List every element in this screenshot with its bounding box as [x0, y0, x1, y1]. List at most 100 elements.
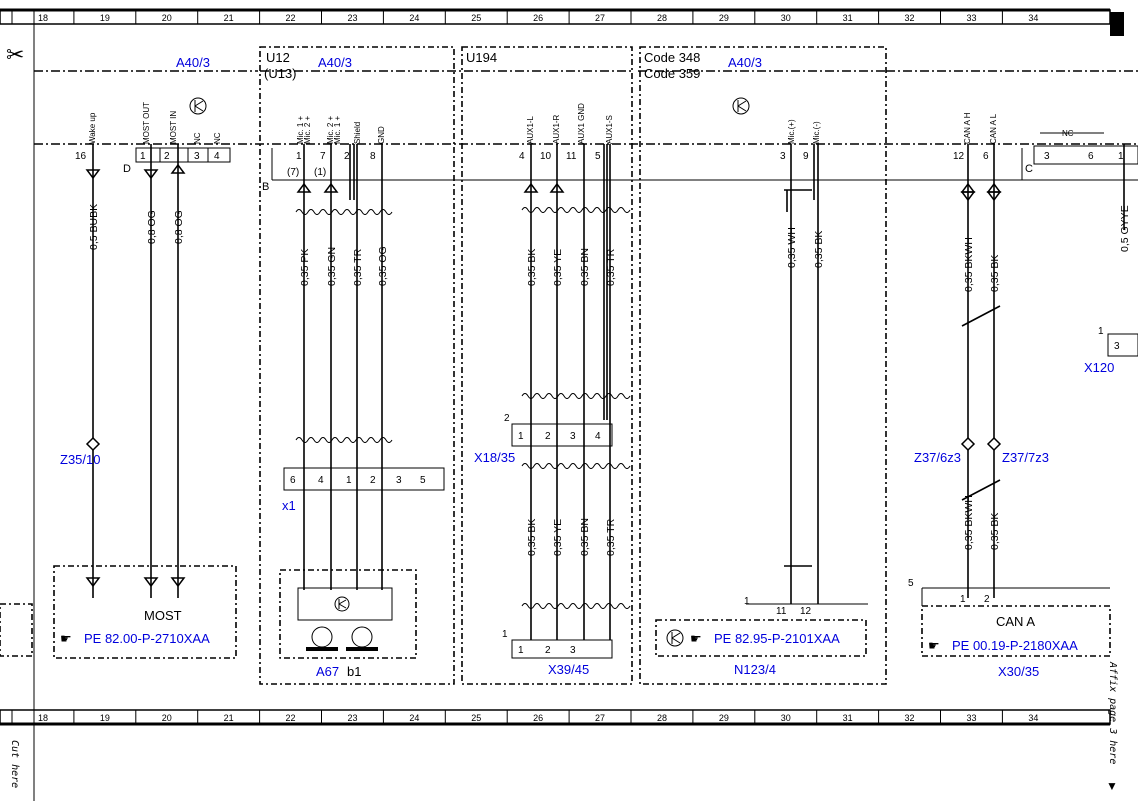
pin-label-nc: NC — [213, 132, 222, 144]
pin-1c: 1 — [1118, 151, 1124, 162]
pointer-icon: ☛ — [928, 638, 940, 653]
pin-label-mic1m: Mic. 1 + — [333, 115, 342, 144]
x39-pin-n: 1 — [502, 629, 508, 640]
label-z35-10: Z35/10 — [60, 452, 100, 467]
grid-cell-30: 30 — [781, 713, 791, 723]
arrow-down-icon — [143, 577, 159, 588]
pin-2b: 2 — [344, 151, 350, 162]
arrow-down-icon — [986, 191, 1002, 202]
cable-break — [521, 393, 631, 399]
u12-box — [259, 46, 455, 685]
label-x30-35: X30/35 — [998, 664, 1039, 679]
wire-label-w_ye2: 0,35 YE — [552, 519, 564, 556]
wire-label-w_og1: 0,8 OG — [146, 210, 158, 244]
pin-label-canh: CAN A H — [963, 112, 972, 144]
grid-cell-25: 25 — [471, 713, 481, 723]
pin-label-mic2p: Mic. 2 + — [303, 115, 312, 144]
affix-page-label: Affix page 3 here — [1107, 661, 1118, 764]
label-n123-4: N123/4 — [734, 662, 776, 677]
wire-label-w_tr3: 0,35 TR — [605, 518, 617, 556]
wire-label-w_pk: 0,35 PK — [299, 249, 311, 286]
pin-label-wake_up: Wake up — [88, 112, 97, 144]
grid-cell-19: 19 — [100, 13, 110, 23]
pin-10: 10 — [540, 151, 552, 162]
x30-pin-n: 5 — [908, 578, 914, 589]
grid-cell-30: 30 — [781, 13, 791, 23]
label-x120: X120 — [1084, 360, 1114, 375]
ref-pe-n123[interactable]: PE 82.95-P-2101XAA — [714, 631, 840, 646]
a67-box — [279, 569, 417, 659]
label-a40-3-right: A40/3 — [728, 55, 762, 70]
arrow-down-icon — [960, 191, 976, 202]
pin-3b: 3 — [780, 151, 786, 162]
x30-pin-1: 1 — [960, 594, 966, 605]
label-x1: x1 — [282, 498, 296, 513]
wire-label-w_bk5: 0,35 BK — [989, 513, 1001, 550]
pin-label-most_out: MOST OUT — [142, 102, 151, 144]
grid-cell-28: 28 — [657, 13, 667, 23]
label-a67: A67 — [316, 664, 339, 679]
pin-7: 7 — [320, 151, 326, 162]
x1-pin-1: 1 — [346, 475, 352, 486]
x1-pin-5: 5 — [420, 475, 426, 486]
grid-cell-21: 21 — [224, 713, 234, 723]
speaker-left-icon — [311, 626, 333, 648]
label-can-a: CAN A — [996, 614, 1035, 629]
grid-cell-18: 18 — [38, 713, 48, 723]
wire-label-w_og2: 0,8 OG — [173, 210, 185, 244]
label-c: C — [1025, 163, 1033, 175]
label-a40-3-left: A40/3 — [176, 55, 210, 70]
x1-connector — [283, 467, 445, 491]
grid-cell-33: 33 — [966, 713, 976, 723]
grid-cell-23: 23 — [347, 713, 357, 723]
n123-pin-11: 11 — [776, 606, 787, 617]
grid-cell-29: 29 — [719, 13, 729, 23]
wire-label-w_og3: 0,35 OG — [377, 246, 389, 286]
x18-35-connector — [511, 423, 613, 447]
arrow-up-icon — [296, 182, 312, 193]
pin-label-mic2m: Mic. 2 + — [326, 115, 335, 144]
wire-label-w_bkwh1: 0,35 BKWH — [963, 237, 975, 292]
a67-amplifier — [297, 587, 393, 621]
wire-label-w_tr2: 0,35 TR — [605, 248, 617, 286]
n123-symbol-icon — [666, 629, 684, 647]
label-b: B — [262, 181, 269, 193]
grid-cell-20: 20 — [162, 713, 172, 723]
wire-label-w_bubk: 0,5 BUBK — [88, 204, 100, 250]
pin-8: 8 — [370, 151, 376, 162]
code348-box — [639, 46, 887, 685]
grid-cell-29: 29 — [719, 713, 729, 723]
grid-cell-25: 25 — [471, 13, 481, 23]
arrow-down-icon — [143, 169, 159, 180]
pin-7p: (7) — [287, 167, 299, 178]
pin-1p: (1) — [314, 167, 326, 178]
label-code359: Code 359 — [644, 66, 700, 81]
pin-label-mic1p: Mic. 1 + — [296, 115, 305, 144]
x30-pin-2: 2 — [984, 594, 990, 605]
ref-pe-most[interactable]: PE 82.00-P-2710XAA — [84, 631, 210, 646]
pin-label-micm: Mic.(-) — [812, 121, 821, 144]
scissors-icon: ✂ — [6, 42, 24, 67]
x120-pin-1: 1 — [1098, 326, 1104, 337]
grid-cell-20: 20 — [162, 13, 172, 23]
splice-icon — [85, 436, 101, 452]
grid-cell-19: 19 — [100, 713, 110, 723]
shield-symbol-icon — [189, 97, 207, 115]
pin-label-micp: Mic.(+) — [787, 119, 796, 144]
n123-box — [655, 619, 867, 657]
x1-pin-3: 3 — [396, 475, 402, 486]
u194-box — [461, 46, 633, 685]
wire-label-w_bn1: 0,35 BN — [579, 248, 591, 286]
pin-label-auxl: AUX1-L — [526, 115, 535, 144]
x39-pin-1: 1 — [518, 645, 524, 656]
grid-cell-26: 26 — [533, 713, 543, 723]
pin-3a: 3 — [194, 151, 200, 162]
ref-pe-can[interactable]: PE 00.19-P-2180XAA — [952, 638, 1078, 653]
arrow-up-icon — [523, 182, 539, 193]
grid-cell-32: 32 — [905, 13, 915, 23]
left-partial-box — [0, 603, 33, 657]
wire-label-w_tr1: 0,35 TR — [352, 248, 364, 286]
wire-label-w_bk2: 0,35 BK — [526, 519, 538, 556]
